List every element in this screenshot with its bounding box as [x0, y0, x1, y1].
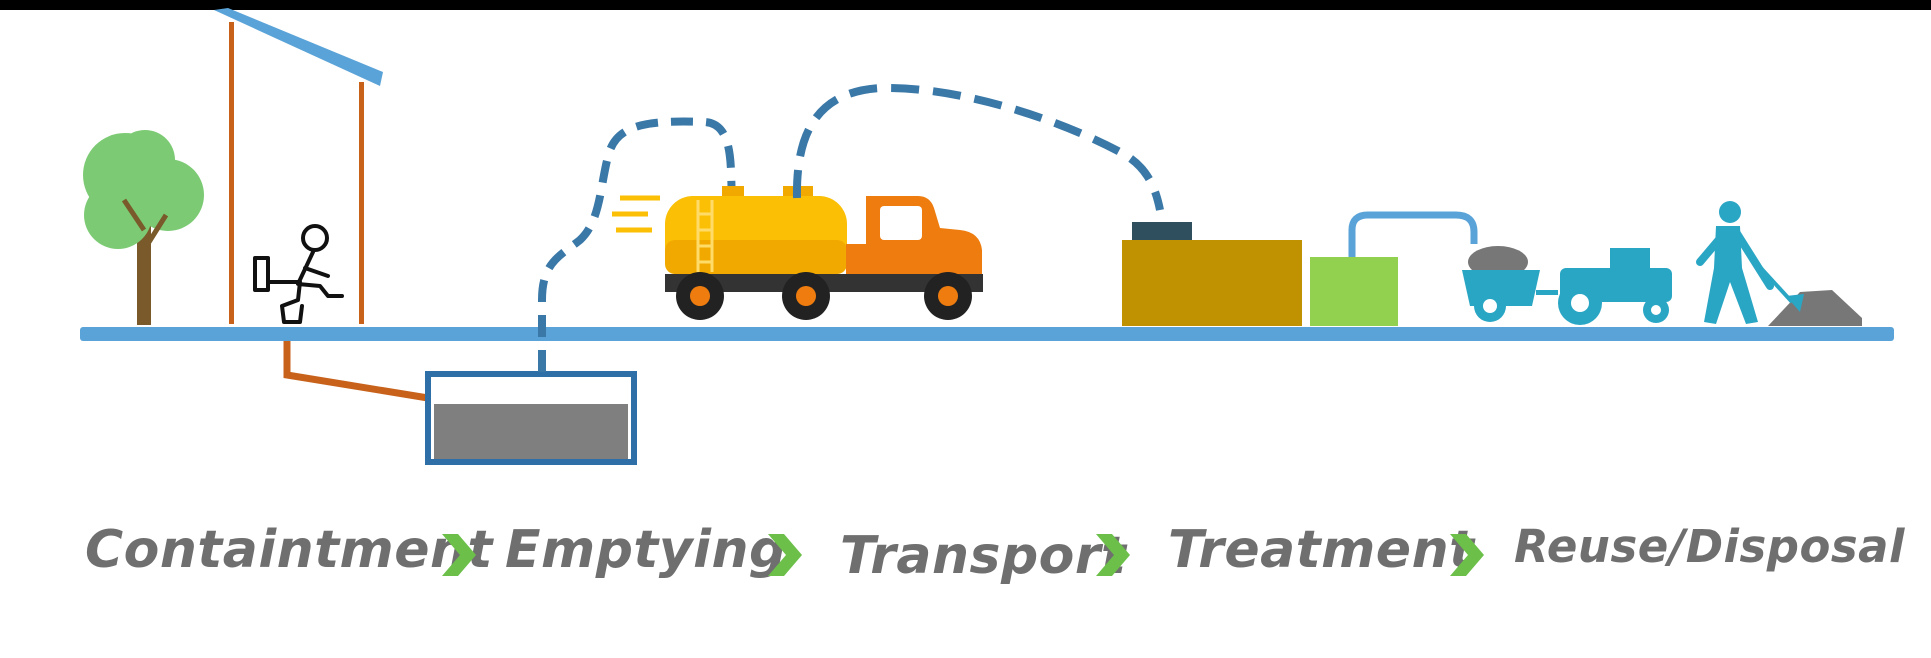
chevron-right-icon	[1096, 534, 1130, 576]
worker-shoveling-icon	[1700, 201, 1862, 326]
stage-label-reuse-disposal: Reuse/Disposal	[1514, 520, 1905, 573]
discharge-hose	[797, 88, 1160, 210]
person-on-toilet-icon	[255, 226, 342, 322]
stage-label-emptying: Emptying	[505, 520, 787, 580]
stage-label-transport: Transport	[840, 526, 1126, 586]
toilet-shelter	[214, 8, 383, 324]
chevron-right-icon	[1450, 534, 1484, 576]
drain-pipe	[287, 341, 428, 398]
vacuum-truck-icon	[665, 186, 983, 320]
stage-label-containment: Containtment	[85, 520, 493, 580]
chevron-right-icon	[442, 534, 476, 576]
ground-line	[80, 327, 1894, 341]
stage-label-treatment: Treatment	[1168, 520, 1474, 580]
septic-tank	[428, 374, 634, 462]
tractor-icon	[1462, 246, 1672, 325]
tree-icon	[83, 130, 204, 325]
chevron-right-icon	[768, 534, 802, 576]
treatment-plant-icon	[1122, 215, 1474, 326]
motion-lines-icon	[612, 198, 660, 230]
service-chain-stages: Containtment Emptying Transport Treatmen…	[70, 520, 1910, 600]
